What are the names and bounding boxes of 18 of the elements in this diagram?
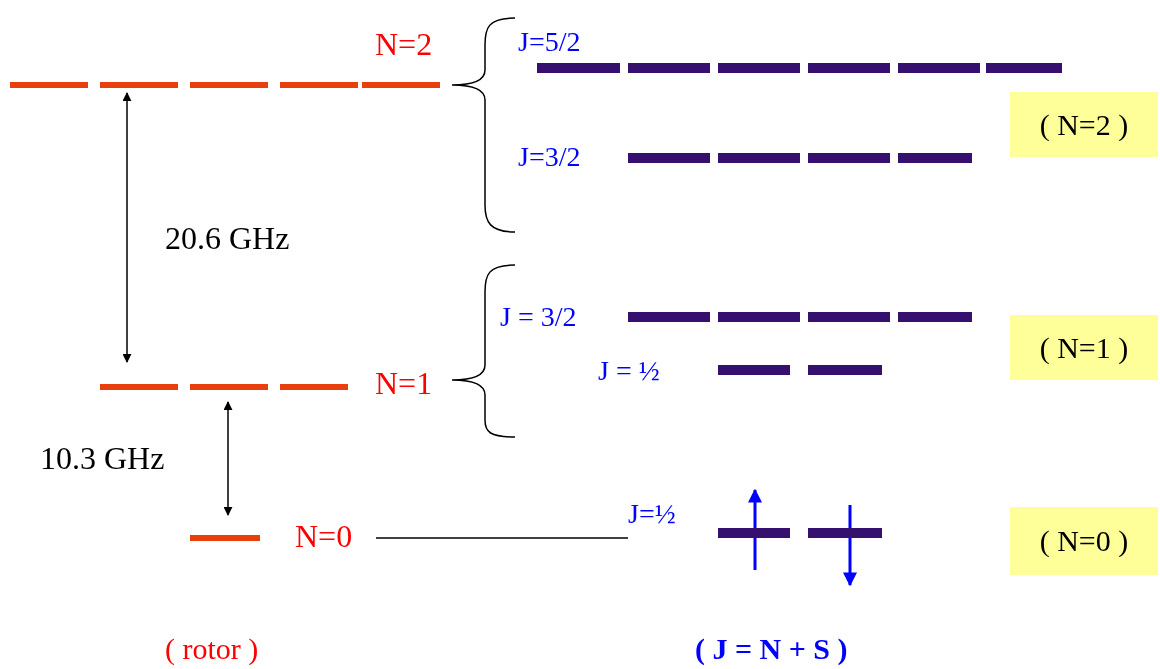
double-arrow bbox=[122, 92, 132, 363]
level-label: N=0 bbox=[295, 520, 353, 552]
level-label: J=½ bbox=[628, 500, 676, 528]
level-label: J=5/2 bbox=[518, 28, 581, 56]
edge-label: 10.3 GHz bbox=[40, 442, 165, 474]
connector-line bbox=[375, 537, 629, 539]
level-tag: ( N=0 ) bbox=[1010, 507, 1158, 575]
level-tag: ( N=1 ) bbox=[1010, 315, 1158, 380]
level-label: J=3/2 bbox=[518, 143, 581, 171]
level-label: J = ½ bbox=[598, 357, 660, 385]
level-label: J = 3/2 bbox=[500, 303, 577, 331]
level-tag: ( N=2 ) bbox=[1010, 92, 1158, 157]
caption-label: ( rotor ) bbox=[165, 634, 259, 664]
edge-label: 20.6 GHz bbox=[165, 222, 290, 254]
caption-label: ( J = N + S ) bbox=[695, 634, 848, 664]
level-label: N=2 bbox=[375, 28, 433, 60]
double-arrow bbox=[223, 401, 233, 516]
level-label: N=1 bbox=[375, 367, 433, 399]
